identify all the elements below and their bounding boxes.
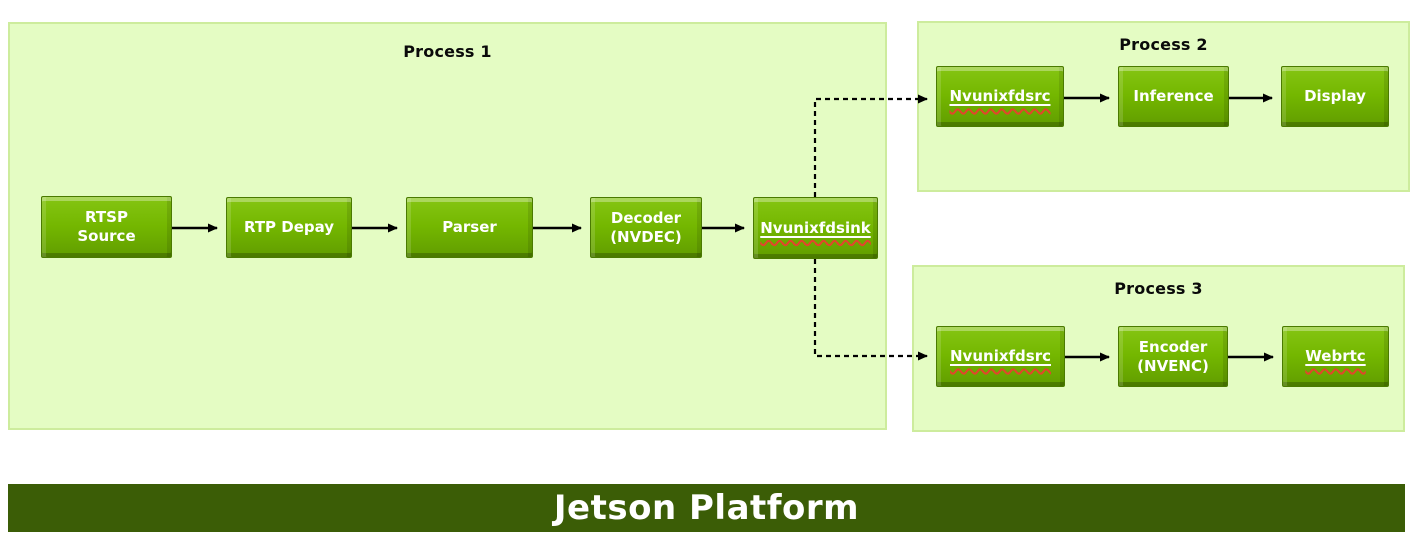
- node-encoder-nvenc: Encoder (NVENC): [1118, 326, 1228, 387]
- node-parser-label: Parser: [442, 218, 497, 237]
- spellcheck-squiggle: Nvunixfdsink: [756, 219, 875, 238]
- node-nvunixfdsrc-p2-label: Nvunixfdsrc: [949, 87, 1051, 106]
- node-rtsp-source: RTSP Source: [41, 196, 172, 258]
- node-webrtc-label: Webrtc: [1305, 347, 1366, 366]
- node-webrtc: Webrtc: [1282, 326, 1389, 387]
- node-display-label: Display: [1304, 87, 1366, 106]
- process3-title: Process 3: [1114, 279, 1203, 298]
- node-parser: Parser: [406, 197, 533, 258]
- node-inference-label: Inference: [1133, 87, 1214, 106]
- node-rtp-depay-label: RTP Depay: [243, 218, 335, 237]
- node-decoder-nvdec: Decoder (NVDEC): [590, 197, 702, 258]
- node-nvunixfdsrc-p2: Nvunixfdsrc: [936, 66, 1064, 127]
- node-rtsp-source-label: RTSP Source: [77, 208, 136, 245]
- node-nvunixfdsrc-p3-label: Nvunixfdsrc: [950, 347, 1051, 366]
- jetson-platform-banner: Jetson Platform: [8, 484, 1405, 532]
- process1-title: Process 1: [403, 42, 492, 61]
- node-inference: Inference: [1118, 66, 1229, 127]
- node-nvunixfdsink-label: Nvunixfdsink: [760, 218, 871, 237]
- spellcheck-squiggle: Webrtc: [1301, 347, 1369, 366]
- node-encoder-nvenc-label: Encoder (NVENC): [1137, 337, 1209, 375]
- node-rtp-depay: RTP Depay: [226, 197, 352, 258]
- process2-title: Process 2: [1119, 35, 1208, 54]
- spellcheck-squiggle: Nvunixfdsrc: [946, 347, 1055, 366]
- spellcheck-squiggle: Nvunixfdsrc: [946, 87, 1055, 106]
- node-nvunixfdsink: Nvunixfdsink: [753, 197, 878, 259]
- node-display: Display: [1281, 66, 1389, 127]
- jetson-platform-label: Jetson Platform: [553, 488, 860, 528]
- node-decoder-nvdec-label: Decoder (NVDEC): [610, 208, 682, 246]
- node-nvunixfdsrc-p3: Nvunixfdsrc: [936, 326, 1065, 387]
